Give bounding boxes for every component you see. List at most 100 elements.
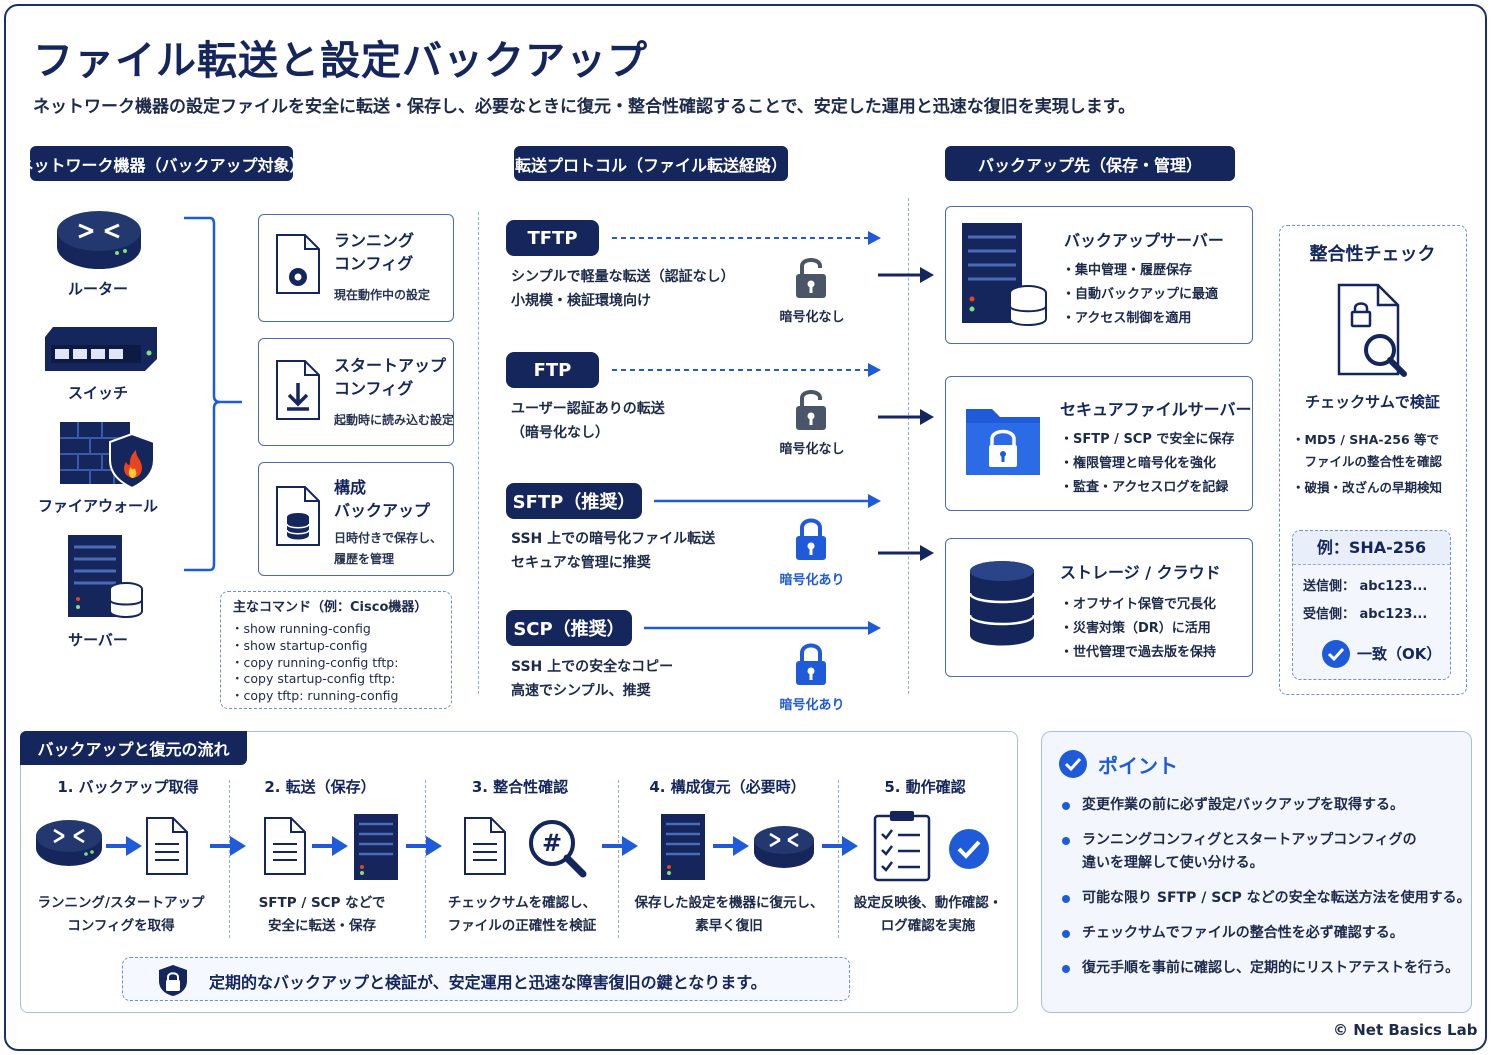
checklist-icon: [873, 811, 931, 882]
command-line: ・copy startup-config tftp:: [231, 671, 396, 686]
flow-step-desc: 保存した設定を機器に復元し、素早く復旧: [622, 892, 836, 938]
flow-arrow: [106, 836, 142, 856]
document-icon: [464, 817, 506, 875]
config-backup-title1: 構成: [334, 478, 367, 497]
devices-header: ネットワーク機器（バックアップ対象）: [18, 146, 306, 181]
router-icon: [754, 826, 814, 868]
flow-step-desc: ランニング/スタートアップコンフィグを取得: [26, 892, 216, 938]
config-card-backup: 構成 バックアップ 日時付きで保存し、 履歴を管理: [258, 462, 454, 576]
protocol-tftp-encryption: 暗号化なし: [779, 310, 845, 325]
points-title: ポイント: [1098, 754, 1178, 778]
config-startup-title2: コンフィグ: [334, 379, 414, 398]
backup-card-secure: セキュアファイルサーバー ・SFTP / SCP で安全に保存 ・権限管理と暗号…: [945, 376, 1253, 511]
device-router-label: ルーター: [67, 280, 128, 298]
integrity-bullet: ・MD5 / SHA-256 等で: [1292, 432, 1440, 447]
match-result: 一致（OK）: [1357, 645, 1442, 663]
solid-arrow: [654, 494, 881, 508]
router-icon: [36, 820, 102, 866]
integrity-bullet: ファイルの整合性を確認: [1292, 454, 1443, 469]
secure-server-bullet: ・SFTP / SCP で安全に保存: [1060, 432, 1235, 447]
router-icon: [57, 211, 141, 269]
config-startup-title1: スタートアップ: [334, 356, 447, 375]
config-running-title2: コンフィグ: [334, 254, 414, 273]
switch-icon: [45, 327, 157, 371]
backup-card-storage: ストレージ / クラウド ・オフサイト保管で冗長化 ・災害対策（DR）に活用 ・…: [945, 538, 1253, 677]
flow-divider: [425, 780, 426, 938]
key-message-text: 定期的なバックアップと検証が、安定運用と迅速な障害復旧の鍵となります。: [209, 973, 767, 992]
flow-divider: [838, 780, 839, 938]
secure-server-bullet: ・権限管理と暗号化を強化: [1060, 456, 1217, 471]
protocols-header: 転送プロトコル（ファイル転送経路）: [514, 146, 788, 181]
point-item: チェックサムでファイルの整合性を必ず確認する。: [1082, 925, 1404, 941]
protocol-scp-badge: SCP（推奨）: [506, 610, 632, 646]
secure-server-bullet: ・監査・アクセスログを記録: [1060, 480, 1229, 495]
dashed-arrow: [612, 231, 881, 245]
check-circle-icon: [1322, 640, 1350, 668]
flow-arrow: [822, 836, 858, 856]
flow-step-desc-line1: チェックサムを確認し、: [447, 895, 597, 911]
document-icon: [264, 817, 306, 875]
hash-search-icon: #: [529, 820, 587, 878]
flow-step-title: 4. 構成復元（必要時）: [649, 778, 806, 796]
check-circle-icon: [1059, 750, 1087, 778]
flow-step-desc-line1: 設定反映後、動作確認・: [853, 895, 1003, 911]
points-panel: ポイント 変更作業の前に必ず設定バックアップを取得する。 ランニングコンフィグと…: [1041, 731, 1472, 1013]
bullet-dot: [1062, 802, 1070, 810]
integrity-method: チェックサムで検証: [1305, 393, 1440, 411]
flow-header: バックアップと復元の流れ: [20, 731, 247, 765]
device-firewall-label: ファイアウォール: [38, 497, 159, 515]
sha256-example-box: 例：SHA-256 送信側： abc123... 受信側： abc123... …: [1292, 530, 1451, 680]
copyright-footer: © Net Basics Lab: [1333, 1021, 1478, 1039]
flow-step-desc: チェックサムを確認し、ファイルの正確性を検証: [428, 892, 616, 938]
secure-server-title: セキュアファイルサーバー: [1060, 400, 1252, 419]
example-title: 例：SHA-256: [1293, 531, 1450, 565]
arrow-to-secure-server: [878, 409, 934, 425]
flow-step-desc-line1: ランニング/スタートアップ: [37, 895, 205, 911]
config-card-running: ランニング コンフィグ 現在動作中の設定: [258, 214, 454, 322]
protocol-sftp-badge: SFTP（推奨）: [506, 483, 642, 519]
device-switch-label: スイッチ: [67, 384, 128, 402]
protocol-ftp-encryption: 暗号化なし: [779, 442, 845, 457]
firewall-icon: [60, 422, 155, 490]
secure-folder-icon: [966, 409, 1040, 475]
config-running-desc: 現在動作中の設定: [334, 288, 431, 302]
protocol-sftp-desc2: セキュアな管理に推奨: [511, 555, 651, 571]
flow-arrow: [312, 836, 348, 856]
command-line: ・show startup-config: [231, 638, 368, 653]
point-item: 可能な限り SFTP / SCP などの安全な転送方法を使用する。: [1082, 890, 1471, 906]
commands-title: 主なコマンド（例：Cisco機器）: [233, 600, 428, 615]
flow-arrow: [713, 836, 749, 856]
flow-step-title: 3. 整合性確認: [471, 778, 569, 796]
locked-lock-icon: [796, 643, 826, 685]
protocol-sftp-desc1: SSH 上での暗号化ファイル転送: [511, 531, 716, 547]
protocol-tftp-desc1: シンプルで軽量な転送（認証なし）: [511, 269, 735, 285]
backup-server-icon: [962, 223, 1047, 326]
receiver-hash: 受信側： abc123...: [1303, 607, 1428, 622]
point-item: 復元手順を事前に確認し、定期的にリストアテストを行う。: [1082, 960, 1460, 976]
server-icon: [661, 814, 705, 880]
config-startup-desc: 起動時に読み込む設定: [334, 413, 455, 427]
point-item: ランニングコンフィグとスタートアップコンフィグの: [1082, 832, 1417, 848]
command-line: ・copy running-config tftp:: [231, 655, 399, 670]
config-backup-title2: バックアップ: [334, 501, 431, 520]
bullet-dot: [1062, 930, 1070, 938]
config-backup-desc2: 履歴を管理: [334, 552, 395, 566]
protocol-scp-encryption: 暗号化あり: [779, 698, 845, 713]
backup-server-title: バックアップサーバー: [1064, 231, 1224, 250]
document-icon: [146, 817, 188, 875]
flow-step-desc-line2: 素早く復旧: [695, 918, 763, 934]
flow-arrow: [210, 836, 246, 856]
solid-arrow: [644, 621, 881, 635]
bullet-dot: [1062, 837, 1070, 845]
config-card-startup: スタートアップ コンフィグ 起動時に読み込む設定: [258, 338, 454, 446]
backup-card-server: バックアップサーバー ・集中管理・履歴保存 ・自動バックアップに最適 ・アクセス…: [945, 206, 1253, 344]
device-server-label: サーバー: [68, 631, 128, 649]
page-frame: [4, 4, 1487, 1051]
sender-hash: 送信側： abc123...: [1303, 579, 1428, 594]
locked-lock-icon: [796, 518, 826, 560]
svg-text:#: #: [542, 829, 562, 857]
integrity-panel: 整合性チェック チェックサムで検証 ・MD5 / SHA-256 等で ファイル…: [1279, 225, 1467, 695]
storage-bullet: ・オフサイト保管で冗長化: [1060, 597, 1217, 612]
protocol-ftp-badge: FTP: [506, 352, 599, 388]
flow-step-desc: 設定反映後、動作確認・ログ確認を実施: [842, 892, 1014, 938]
